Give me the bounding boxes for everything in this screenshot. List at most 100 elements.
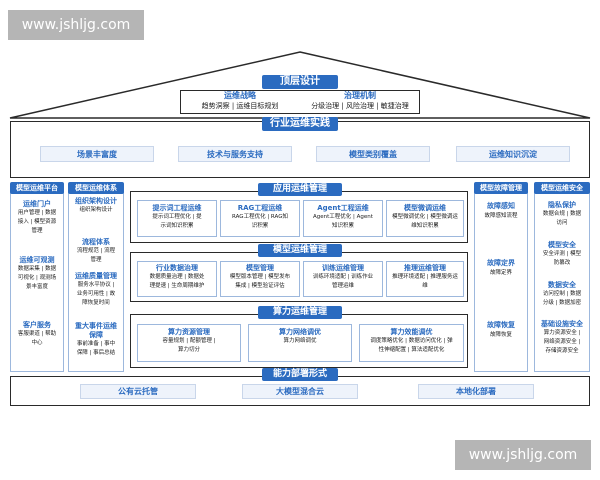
- card-text: 算力切分: [177, 347, 200, 353]
- section-title: 模型安全: [548, 241, 576, 249]
- section-title: 运维门户: [23, 200, 51, 208]
- deploy-item: 大模型混合云: [242, 384, 358, 399]
- card-text: 模型版本管理 | 模型发布: [229, 274, 291, 280]
- card-title: Agent工程运维: [317, 204, 369, 212]
- section-text: 景丰富度: [25, 284, 48, 290]
- system-section-major-event: 重大事件运维保障 事前准备 | 事中 保障 | 事后总结: [69, 322, 123, 358]
- app-card-agent: Agent工程运维 Agent工程优化 | Agent 知识积累: [303, 200, 383, 237]
- platform-title: 模型运维平台: [10, 182, 64, 194]
- practice-item: 运维知识沉淀: [456, 146, 570, 162]
- practice-item: 场景丰富度: [40, 146, 154, 162]
- app-card-finetune: 模型微调运维 模型微调优化 | 模型微调运 维知识积累: [386, 200, 464, 237]
- fault-title: 模型故障管理: [474, 182, 528, 194]
- model-mgmt-title: 模型运维管理: [258, 244, 342, 257]
- card-text: 管理运维: [331, 283, 354, 289]
- deploy-title: 能力部署形式: [262, 368, 338, 381]
- section-title: 组织架构设计: [75, 197, 117, 205]
- section-text: 可视化 | 观测场: [17, 275, 57, 281]
- section-title: 隐私保护: [548, 201, 576, 209]
- section-title: 客户服务: [23, 321, 51, 329]
- fault-panel: [474, 190, 528, 372]
- security-title: 模型运维安全: [534, 182, 590, 194]
- security-section-privacy: 隐私保护 数据合规 | 数据 访问: [535, 200, 589, 228]
- section-text: 分级 | 数据加密: [542, 300, 582, 306]
- card-text: 推理环境适配 | 推理服务运: [392, 274, 458, 280]
- security-section-infra: 基础设施安全 算力资源安全 | 网络资源安全 | 存储资源安全: [535, 320, 589, 356]
- section-text: 管理: [90, 257, 102, 263]
- card-text: 知识积累: [331, 223, 354, 229]
- card-text: 示词知识积累: [160, 223, 194, 229]
- section-title: 重大事件运维保障: [75, 322, 117, 339]
- watermark-bottom: www.jshljg.com: [455, 440, 591, 470]
- card-title: 算力资源管理: [168, 328, 210, 336]
- compute-card-network: 算力网络调优 算力网络调优: [248, 324, 352, 362]
- app-card-rag: RAG工程运维 RAG工程优化 | RAG知 识积累: [220, 200, 300, 237]
- card-title: 推理运维管理: [404, 264, 446, 272]
- card-text: 容量规划 | 配额管理 |: [162, 338, 216, 344]
- model-card-training: 训练运维管理 训练环境适配 | 训练作业 管理运维: [303, 261, 383, 297]
- security-section-model: 模型安全 安全评测 | 模型 防篡改: [535, 240, 589, 268]
- section-title: 故障感知: [487, 202, 515, 210]
- practice-item: 模型类别覆盖: [316, 146, 430, 162]
- item-text: 趋势洞察 | 运维目标规划: [201, 102, 279, 110]
- item-text: 分级治理 | 风险治理 | 敏捷治理: [311, 102, 409, 110]
- section-text: 管理: [31, 228, 43, 234]
- card-text: 调度策略优化 | 数据访问优化 | 弹: [370, 338, 453, 344]
- section-title: 故障恢复: [487, 321, 515, 329]
- card-text: 维知识积累: [411, 223, 439, 229]
- section-text: 用户管理 | 数据: [17, 210, 57, 216]
- compute-card-resource: 算力资源管理 容量规划 | 配额管理 | 算力切分: [137, 324, 241, 362]
- section-text: 流程规范 | 流程: [76, 248, 116, 254]
- section-text: 数据合规 | 数据: [542, 211, 582, 217]
- section-text: 客服渠道 | 帮助: [17, 331, 57, 337]
- fault-section-recover: 故障恢复 故障恢复: [475, 320, 527, 340]
- card-title: 模型微调运维: [404, 204, 446, 212]
- item-title: 治理机制: [344, 91, 376, 100]
- section-text: 故障定界: [489, 270, 512, 276]
- section-text: 防篡改: [553, 260, 571, 266]
- top-design-item-strategy: 运维战略 趋势洞察 | 运维目标规划: [180, 91, 300, 111]
- fault-section-detect: 故障感知 故障感知流程: [475, 201, 527, 221]
- section-text: 中心: [31, 340, 43, 346]
- model-card-model: 模型管理 模型版本管理 | 模型发布 集成 | 模型验证评估: [220, 261, 300, 297]
- platform-section-observability: 运维可观测 数据采集 | 数据 可视化 | 观测场 景丰富度: [11, 255, 63, 292]
- section-text: 访问: [556, 220, 568, 226]
- card-text: 模型微调优化 | 模型微调运: [392, 214, 458, 220]
- section-text: 业务可用性 | 故: [76, 291, 116, 297]
- section-title: 运维质量管理: [75, 272, 117, 280]
- system-section-process: 流程体系 流程规范 | 流程 管理: [69, 237, 123, 265]
- compute-card-efficiency: 算力效能调优 调度策略优化 | 数据访问优化 | 弹 性伸缩配置 | 算法适配优…: [359, 324, 464, 362]
- platform-section-service: 客户服务 客服渠道 | 帮助 中心: [11, 320, 63, 348]
- card-text: 集成 | 模型验证评估: [235, 283, 285, 289]
- model-card-inference: 推理运维管理 推理环境适配 | 推理服务运 维: [386, 261, 464, 297]
- section-title: 运维可观测: [19, 256, 55, 264]
- platform-section-portal: 运维门户 用户管理 | 数据 接入 | 模型资源 管理: [11, 199, 63, 236]
- section-text: 服务水平协议 |: [77, 282, 115, 288]
- section-text: 障恢复时间: [82, 300, 110, 306]
- top-design-item-governance: 治理机制 分级治理 | 风险治理 | 敏捷治理: [300, 91, 420, 111]
- top-design-box: [180, 90, 420, 114]
- practice-title: 行业运维实践: [262, 117, 338, 131]
- card-title: 模型管理: [246, 264, 274, 272]
- card-title: 算力网络调优: [279, 328, 321, 336]
- section-text: 保障 | 事后总结: [76, 350, 116, 356]
- card-text: 训练环境适配 | 训练作业: [312, 274, 374, 280]
- card-title: 行业数据治理: [156, 264, 198, 272]
- card-title: 提示词工程运维: [152, 204, 202, 212]
- card-text: Agent工程优化 | Agent: [313, 214, 373, 220]
- item-title: 运维战略: [224, 91, 256, 100]
- section-text: 故障感知流程: [484, 213, 518, 219]
- section-text: 安全评测 | 模型: [542, 251, 582, 257]
- deploy-item: 公有云托管: [80, 384, 196, 399]
- card-text: RAG工程优化 | RAG知: [232, 214, 288, 220]
- card-text: 提示词工程优化 | 提: [152, 214, 202, 220]
- card-title: RAG工程运维: [237, 204, 283, 212]
- card-text: 识积累: [251, 223, 269, 229]
- section-text: 组织架构设计: [79, 207, 113, 213]
- fault-section-locate: 故障定界 故障定界: [475, 258, 527, 278]
- section-title: 流程体系: [82, 238, 110, 246]
- section-text: 接入 | 模型资源: [17, 219, 57, 225]
- section-title: 故障定界: [487, 259, 515, 267]
- app-mgmt-title: 应用运维管理: [258, 183, 342, 196]
- section-text: 网络资源安全 |: [543, 339, 581, 345]
